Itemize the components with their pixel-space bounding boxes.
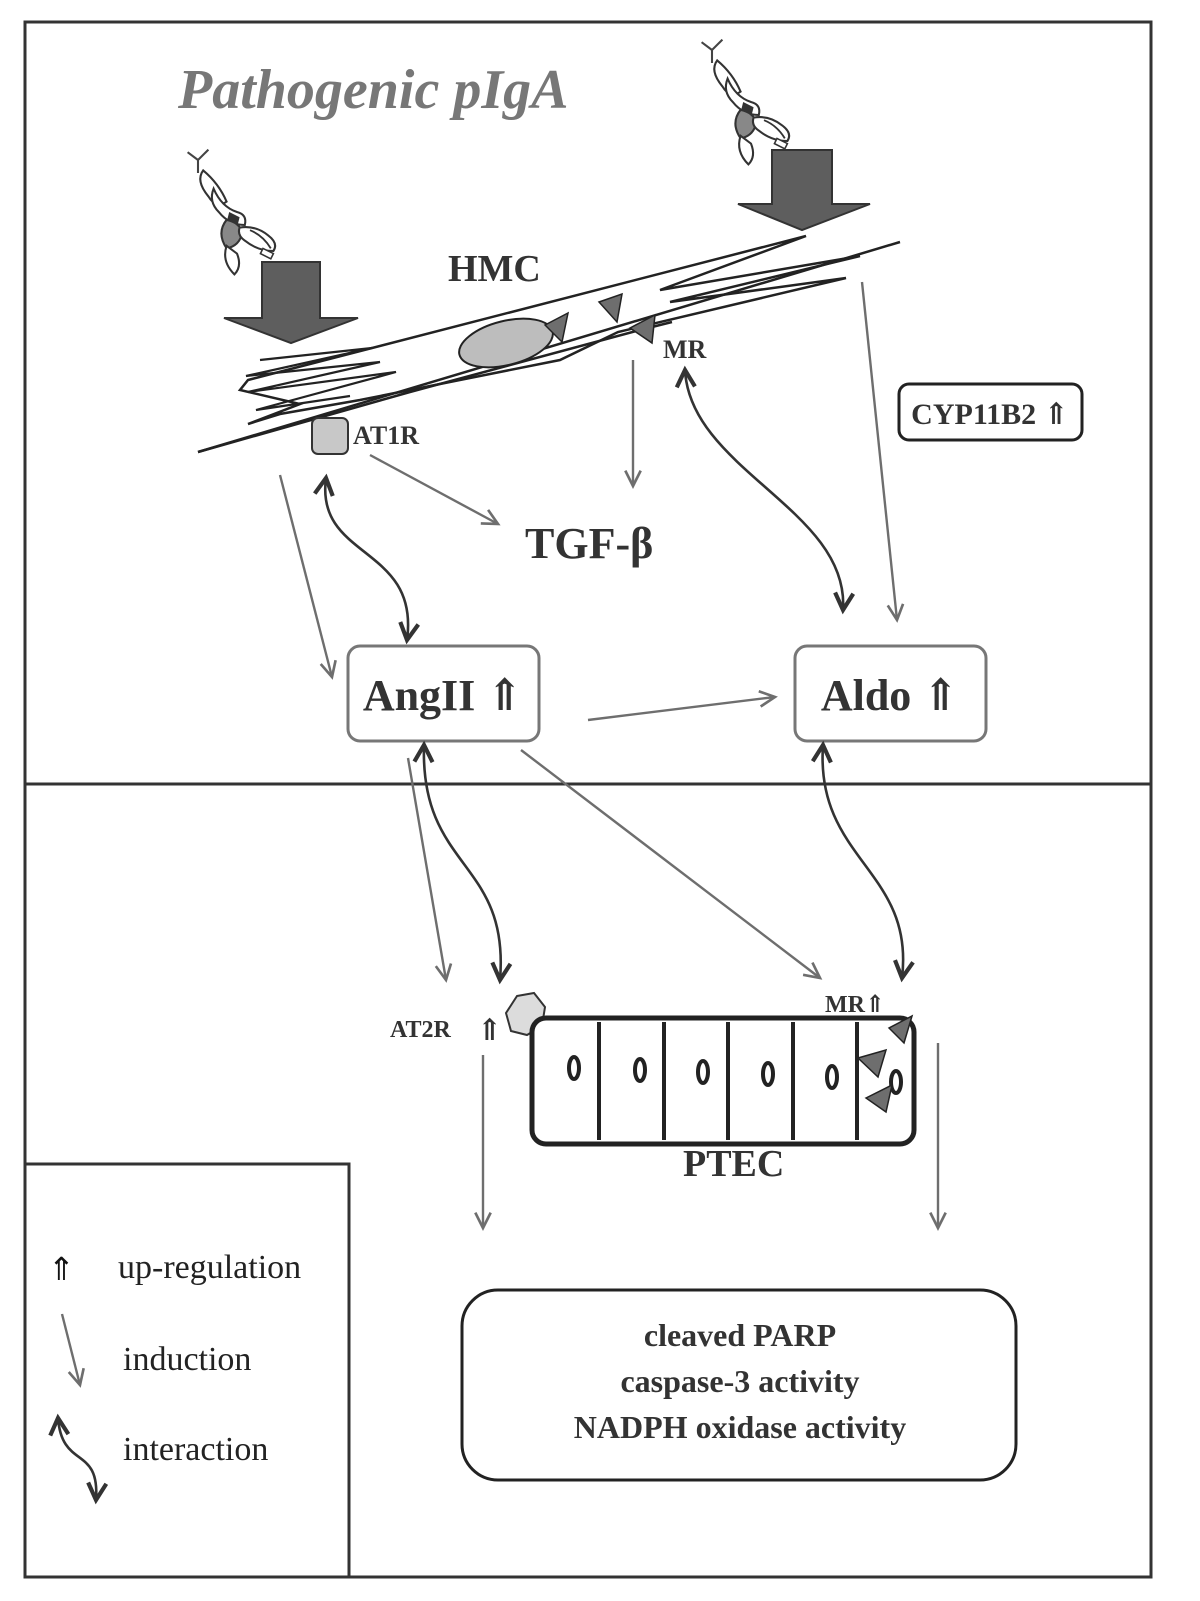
hmc-to-angii-arrow [278, 474, 337, 680]
legend-interaction-arrow-icon [48, 1413, 109, 1505]
angii-to-ptec-mr-arrow [520, 749, 823, 980]
at2r-label: AT2R [390, 1017, 452, 1043]
left-block-arrow-icon [223, 261, 359, 345]
mr-aldo-interaction [674, 365, 855, 615]
right-antibody-icon [700, 38, 791, 166]
ptec-cell-layer [529, 1014, 917, 1147]
hmc-receptor-triangle-icon [543, 311, 570, 344]
at1r-angii-interaction [313, 473, 420, 645]
legend-induction-label: induction [123, 1341, 251, 1378]
cyp11b2-box [897, 382, 1084, 442]
angii-to-aldo-arrow [587, 689, 778, 722]
aldo-ptec-mr-interaction [811, 740, 915, 983]
at2r-upregulation-icon: ⇑ [477, 1014, 502, 1047]
ptec-mr-triangle-icon [864, 1083, 894, 1114]
hmc-nucleus [458, 317, 554, 369]
cyp11b2-label: CYP11B2 ⇑ [911, 398, 1069, 431]
diagram-title: Pathogenic pIgA [177, 59, 568, 121]
legend-induction-arrow-icon [60, 1313, 85, 1388]
outcome-line: caspase-3 activity [620, 1363, 859, 1399]
ptec-mr-triangle-icon [856, 1048, 888, 1079]
hmc-mr-label: MR [663, 335, 707, 364]
at1r-label: AT1R [353, 421, 419, 450]
at1r-receptor-icon [311, 417, 349, 455]
outcome-box [460, 1288, 1018, 1482]
legend-upregulation-label: up-regulation [118, 1249, 301, 1286]
aldo-label: Aldo ⇑ [821, 671, 959, 720]
right-block-arrow-icon [737, 149, 871, 232]
ptec-label: PTEC [683, 1143, 784, 1185]
legend-upregulation-icon: ⇑ [48, 1251, 75, 1287]
ptec-mr-label: MR⇑ [825, 992, 885, 1018]
hmc-cell [197, 234, 901, 455]
outcome-line: cleaved PARP [644, 1317, 836, 1353]
hmc-receptor-triangle-icon [597, 292, 623, 324]
outcome-line: NADPH oxidase activity [574, 1409, 906, 1445]
legend: ⇑ up-regulation induction interaction [25, 1162, 351, 1577]
at1r-to-tgf-arrow [369, 453, 501, 526]
left-antibody-icon [186, 148, 277, 276]
angii-at2r-interaction [412, 740, 513, 985]
hmc-mr-triangle-icon [628, 313, 656, 345]
ptec-mr-triangle-icon [887, 1014, 914, 1045]
angii-label: AngII ⇑ [363, 671, 523, 720]
hmc-to-aldo-arrow [860, 281, 905, 623]
hmc-label: HMC [448, 248, 541, 290]
tgf-beta-label: TGF-β [525, 519, 653, 568]
ptec-panel-border [23, 782, 1153, 1579]
interaction-arrows [313, 365, 915, 985]
legend-interaction-label: interaction [123, 1431, 268, 1468]
legend-border [25, 1162, 351, 1577]
